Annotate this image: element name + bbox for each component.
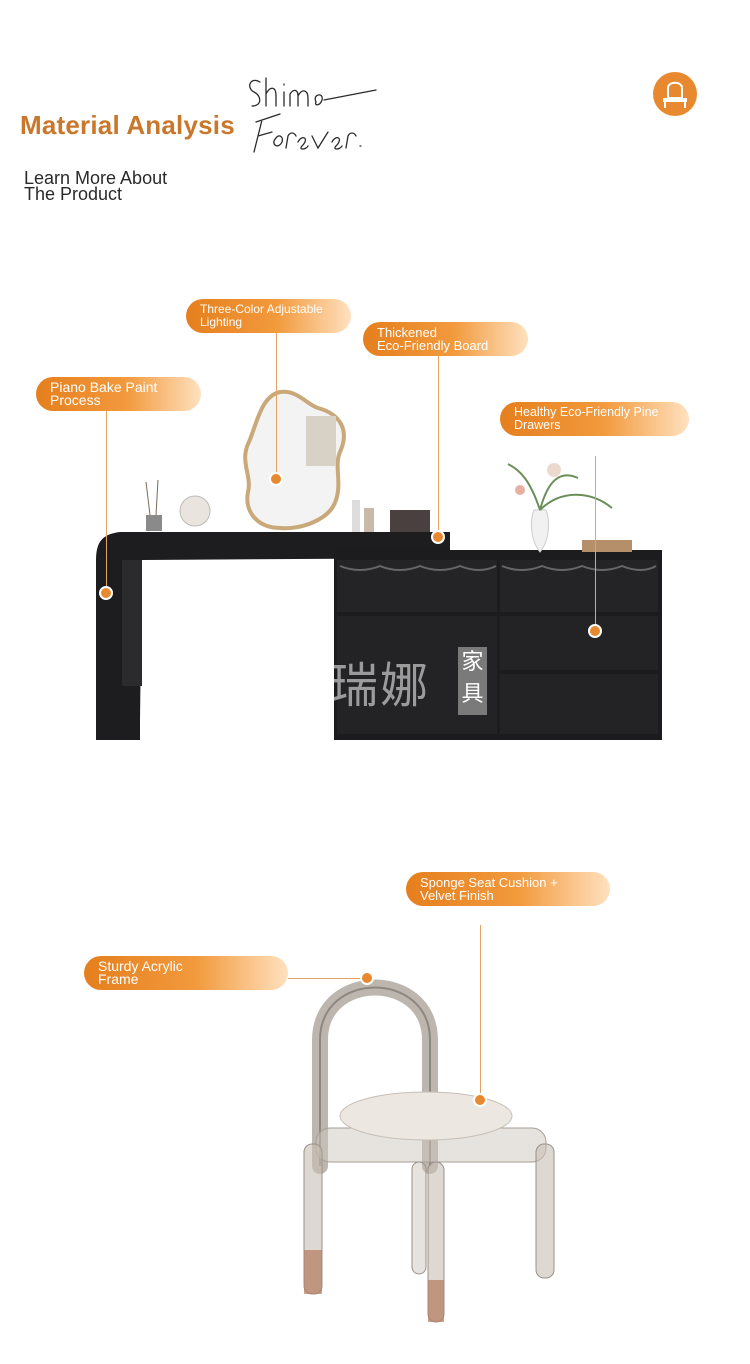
callout-dot [431,530,445,544]
callout-label: Three-Color Adjustable Lighting [200,302,323,329]
callout-drawers: Healthy Eco-Friendly Pine Drawers [500,402,689,436]
badge [653,72,697,116]
watermark-text: 瑞娜 [330,658,431,714]
callout-label: Thickened Eco-Friendly Board [377,325,489,353]
page-title: Material Analysis [20,110,235,140]
watermark-box: 家具 [458,647,487,715]
callout-dot [269,472,283,486]
vanity-mirror-icon [663,81,687,108]
vanity-desk-illustration [96,389,662,740]
callout-cushion: Sponge Seat Cushion + Velvet Finish [406,872,610,906]
callout-label: Sturdy Acrylic Frame [98,958,183,987]
callout-label: Healthy Eco-Friendly Pine Drawers [514,405,659,432]
callout-label: Piano Bake Paint Process [50,379,158,408]
callout-dot [360,971,374,985]
page-subtitle: Learn More About The Product [24,168,168,204]
leader-line [595,456,596,626]
callout-board: Thickened Eco-Friendly Board [363,322,528,356]
leader-line [438,356,439,532]
leader-line [288,978,360,979]
leader-line [106,411,107,589]
shine-forever-script-logo [249,77,377,153]
callout-frame: Sturdy Acrylic Frame [84,956,288,990]
callout-dot [588,624,602,638]
callout-lighting: Three-Color Adjustable Lighting [186,299,351,333]
callout-label: Sponge Seat Cushion + Velvet Finish [420,875,558,903]
callout-dot [473,1093,487,1107]
callout-paint: Piano Bake Paint Process [36,377,201,411]
leader-line [276,333,277,479]
leader-line [480,925,481,1095]
acrylic-chair-illustration [303,979,555,1323]
callout-dot [99,586,113,600]
